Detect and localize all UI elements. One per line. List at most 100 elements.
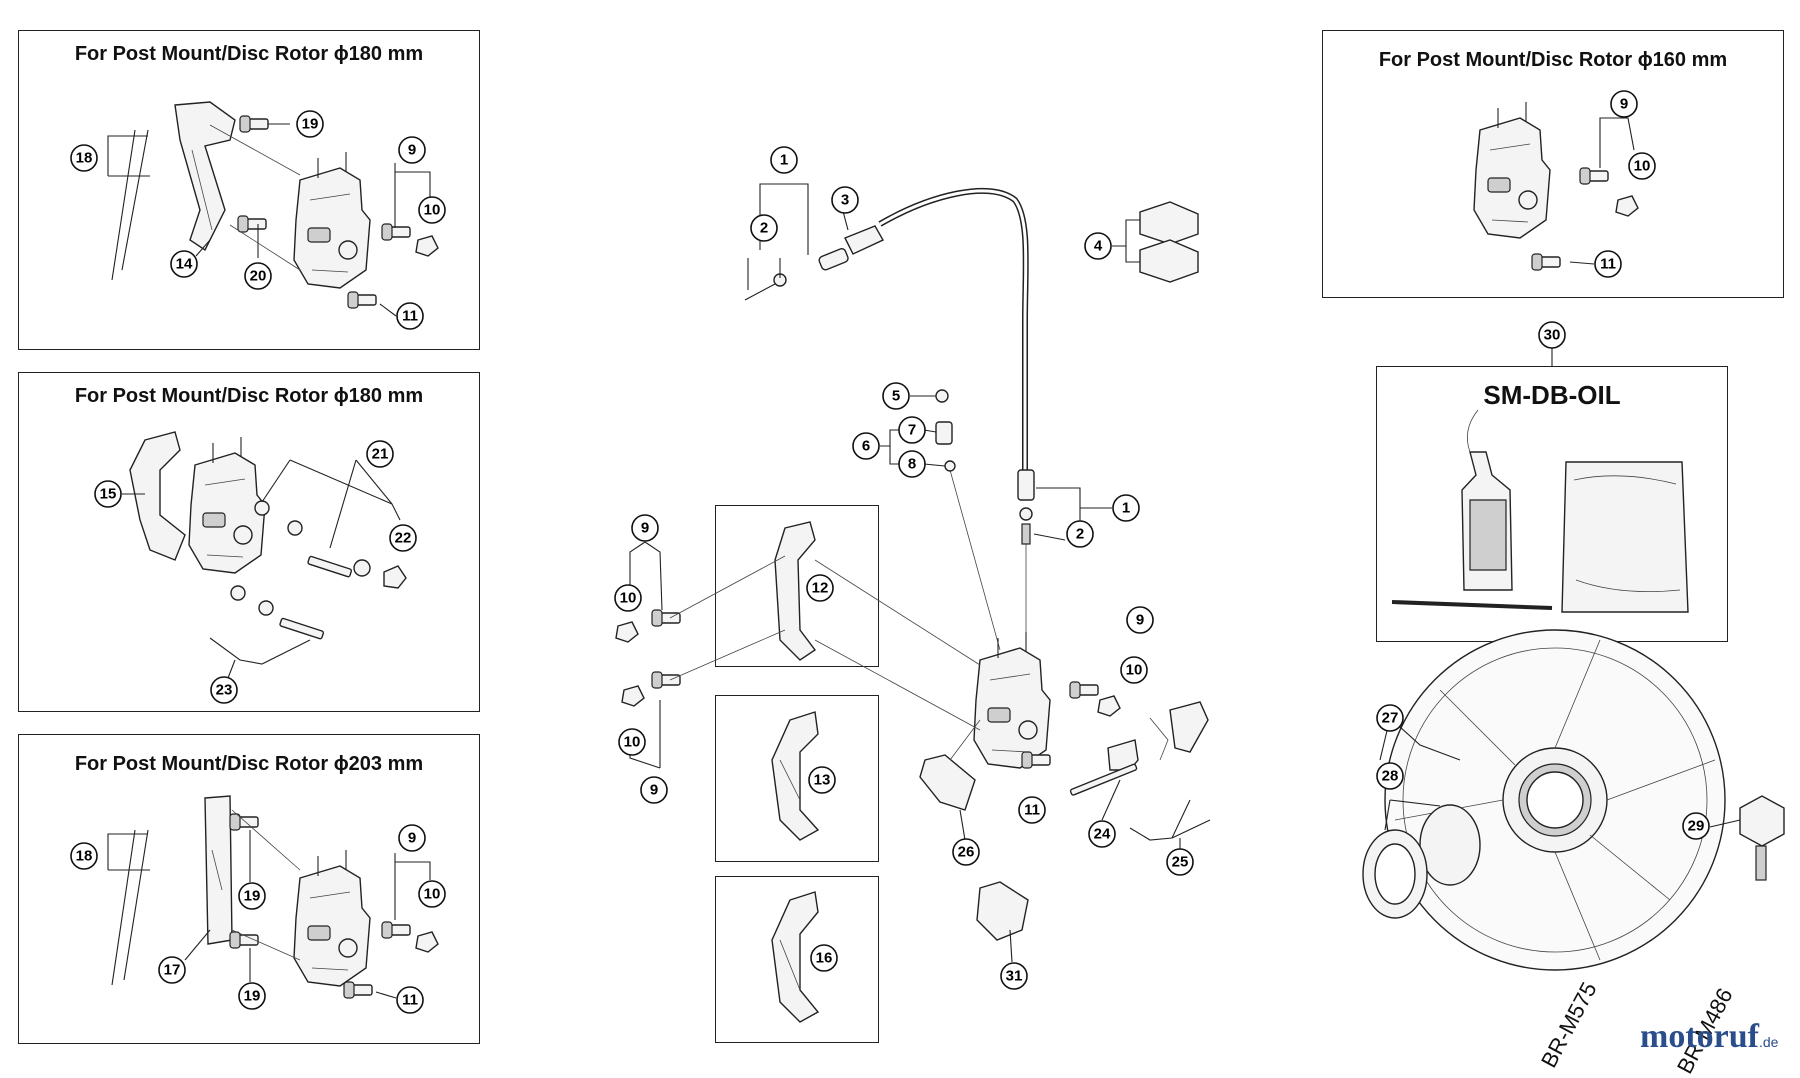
group-main-caliper: [615, 521, 1211, 1023]
callout-16: 16: [810, 944, 838, 972]
group-panel3: [107, 795, 439, 999]
watermark-suffix: .de: [1758, 1034, 1779, 1050]
group-panel1: [107, 101, 439, 317]
callout-label: 18: [76, 150, 93, 167]
callout-label: 10: [1126, 662, 1143, 679]
callout-10: 10: [418, 880, 446, 908]
callout-label: 2: [760, 220, 768, 237]
callout-1: 1: [770, 146, 798, 174]
callout-13: 13: [808, 766, 836, 794]
callout-9: 9: [398, 824, 426, 852]
callout-3: 3: [831, 186, 859, 214]
callout-17: 17: [158, 956, 186, 984]
callout-label: 1: [1122, 500, 1130, 517]
callout-9: 9: [398, 136, 426, 164]
callout-18: 18: [70, 144, 98, 172]
callout-4: 4: [1084, 232, 1112, 260]
group-hose: [744, 183, 1199, 651]
callout-24: 24: [1088, 820, 1116, 848]
callout-label: 8: [908, 456, 916, 473]
callout-label: 10: [424, 886, 441, 903]
callout-11: 11: [1594, 250, 1622, 278]
callouts: 19 18 9 10 14 20 11 21 15 22 23 9 18 10 …: [70, 90, 1710, 1014]
callout-label: 14: [176, 256, 193, 273]
callout-6: 6: [852, 432, 880, 460]
panel-pm180-a: For Post Mount/Disc Rotor ϕ180 mm: [18, 30, 480, 350]
callout-15: 15: [94, 480, 122, 508]
group-panel160: [1473, 101, 1639, 271]
callout-label: 28: [1382, 768, 1399, 785]
group-oil-kit: [1391, 348, 1689, 613]
callout-22: 22: [389, 524, 417, 552]
callout-label: 19: [302, 116, 319, 133]
callout-11: 11: [1018, 796, 1046, 824]
watermark-text: motoruf: [1640, 1018, 1759, 1055]
callout-9: 9: [631, 514, 659, 542]
callout-2: 2: [1066, 520, 1094, 548]
callout-20: 20: [244, 262, 272, 290]
callout-11: 11: [396, 302, 424, 330]
callout-label: 25: [1172, 854, 1189, 871]
callout-1: 1: [1112, 494, 1140, 522]
panel-pm160: For Post Mount/Disc Rotor ϕ160 mm: [1322, 30, 1784, 298]
callout-label: 19: [244, 988, 261, 1005]
callout-label: 10: [624, 734, 641, 751]
callout-27: 27: [1376, 704, 1404, 732]
callout-label: 26: [958, 844, 975, 861]
callout-11: 11: [396, 986, 424, 1014]
callout-label: 12: [812, 580, 829, 597]
callout-label: 10: [1634, 158, 1651, 175]
callout-label: 6: [862, 438, 870, 455]
callout-9: 9: [1126, 606, 1154, 634]
callout-label: 5: [892, 388, 900, 405]
callout-14: 14: [170, 250, 198, 278]
callout-label: 9: [650, 782, 658, 799]
callout-label: 22: [395, 530, 412, 547]
callout-label: 9: [641, 520, 649, 537]
callout-19: 19: [238, 982, 266, 1010]
callout-18: 18: [70, 842, 98, 870]
callout-label: 16: [816, 950, 833, 967]
callout-19: 19: [296, 110, 324, 138]
callout-label: 11: [1024, 802, 1040, 819]
callout-label: 13: [814, 772, 831, 789]
panel-title: For Post Mount/Disc Rotor ϕ180 mm: [74, 43, 424, 65]
callout-label: 9: [408, 830, 416, 847]
callout-label: 4: [1094, 238, 1103, 255]
callout-label: 11: [402, 992, 418, 1009]
callout-5: 5: [882, 382, 910, 410]
callout-label: 18: [76, 848, 93, 865]
callout-label: 24: [1094, 826, 1111, 843]
callout-9: 9: [1610, 90, 1638, 118]
panel-title: For Post Mount/Disc Rotor ϕ203 mm: [74, 753, 424, 775]
callout-label: 11: [402, 308, 418, 325]
callout-21: 21: [366, 440, 394, 468]
group-panel2: [122, 431, 407, 679]
callout-29: 29: [1682, 812, 1710, 840]
group-rotor: [1362, 629, 1785, 971]
callout-10: 10: [614, 584, 642, 612]
callout-label: 30: [1544, 327, 1561, 344]
callout-label: 10: [620, 590, 637, 607]
watermark-logo: motoruf.de: [1640, 1018, 1778, 1056]
callout-31: 31: [1000, 962, 1028, 990]
oil-title: SM-DB-OIL: [1483, 380, 1621, 410]
callout-7: 7: [898, 416, 926, 444]
callout-8: 8: [898, 450, 926, 478]
callout-26: 26: [952, 838, 980, 866]
callout-label: 21: [372, 446, 389, 463]
callout-10: 10: [618, 728, 646, 756]
callout-label: 15: [100, 486, 117, 503]
callout-label: 23: [216, 682, 233, 699]
callout-10: 10: [1628, 152, 1656, 180]
callout-label: 9: [408, 142, 416, 159]
callout-label: 10: [424, 202, 441, 219]
callout-25: 25: [1166, 848, 1194, 876]
callout-label: 11: [1600, 256, 1616, 273]
callout-label: 7: [908, 422, 916, 439]
callout-label: 9: [1136, 612, 1144, 629]
panel-title: For Post Mount/Disc Rotor ϕ180 mm: [74, 385, 424, 407]
callout-label: 1: [780, 152, 788, 169]
callout-2: 2: [750, 214, 778, 242]
